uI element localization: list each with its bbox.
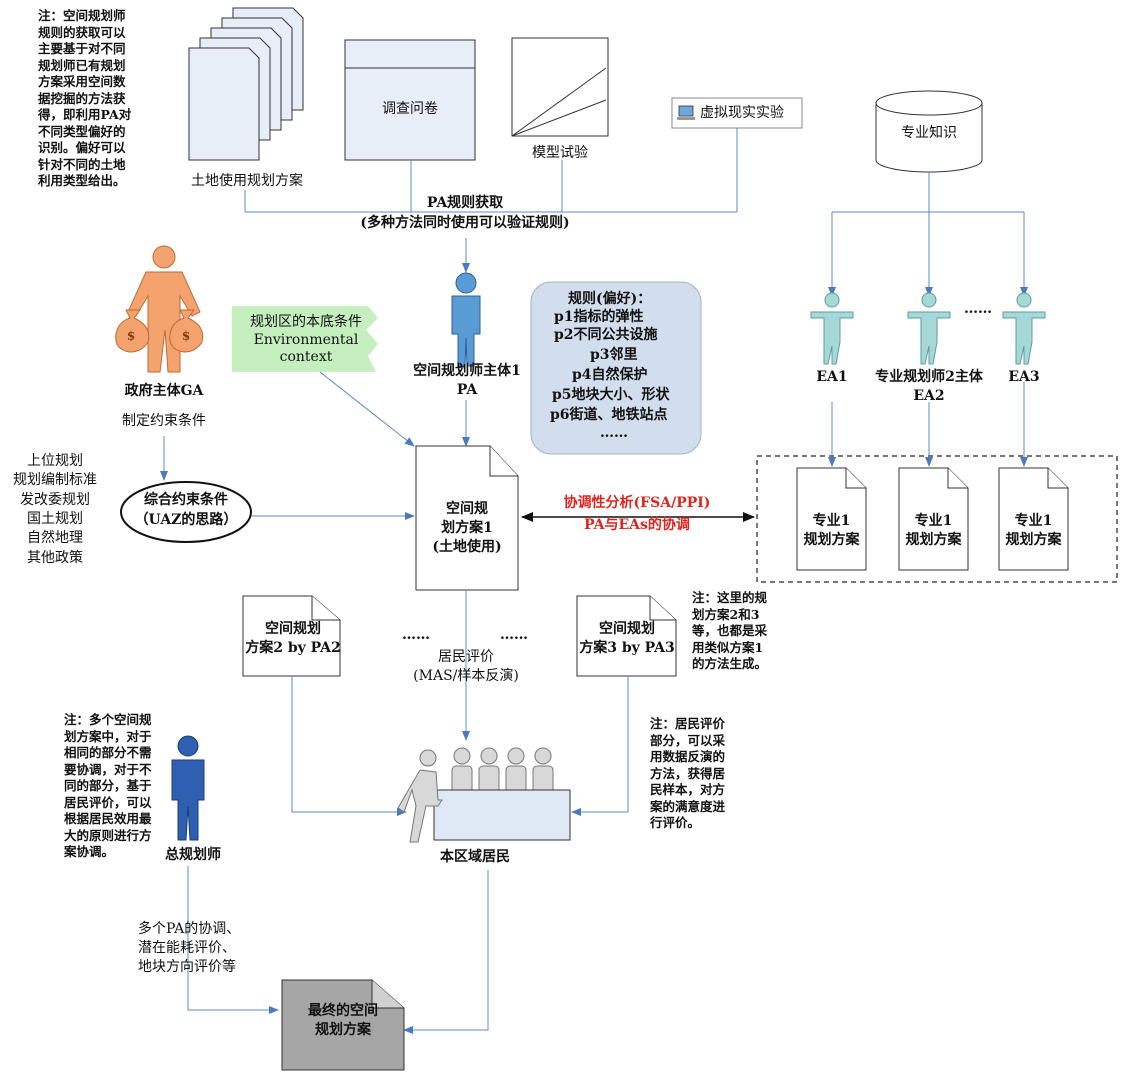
questionnaire-label: 调查问卷 (382, 101, 438, 117)
environment-banner-shape (232, 306, 378, 372)
money-bag-right-icon: $ (169, 309, 204, 353)
planner1-figure (451, 272, 481, 367)
expert-figure-ea2 (907, 292, 951, 365)
rules-box-shape (530, 281, 702, 455)
rule-item-p3: p3邻里 (590, 347, 638, 363)
final-arrows (187, 866, 489, 1034)
environment-label: 规划区的本底条件 Environmental context (250, 314, 362, 365)
experts-ellipsis: …… (964, 301, 992, 317)
expert-plan-3: 专业1 规划方案 (1005, 513, 1062, 548)
plan1-label: 空间规 划方案1 (土地使用) (432, 501, 502, 555)
ea1-label: EA1 (816, 369, 848, 385)
model-test-label: 模型试验 (532, 145, 588, 161)
expert-plan-doc-shapes (796, 467, 1069, 571)
resident-arrows (291, 590, 629, 816)
pa-rules-subtitle: (多种方法同时使用可以验证规则) (360, 215, 570, 231)
government-label: 政府主体GA (124, 383, 204, 399)
plan3-doc-shape (576, 595, 677, 677)
land-use-plans-stack-icon (188, 7, 304, 161)
eval-ellipsis-right: …… (500, 627, 528, 643)
expert-plans-dashed-box (756, 455, 1118, 583)
constraint-inputs-list: 上位规划 规划编制标准 发改委规划 国土规划 自然地理 其他政策 (13, 453, 97, 566)
constraint-box-label: 综合约束条件 （UAZ的思路） (134, 492, 238, 529)
rule-item-more: …… (600, 425, 628, 441)
note-rule-acquisition: 注：空间规划师 规则的获取可以 主要基于对不同 规划师已有规划 方案采用空间数 … (38, 8, 132, 188)
expert-knowledge-label: 专业知识 (901, 125, 957, 141)
resident-eval-label: 居民评价 (MAS/样本反演) (413, 649, 519, 684)
svg-text:$: $ (182, 329, 190, 343)
note-multi-plan-coordination: 注：多个空间规 划方案中，对于 相同的部分不需 要协调，对于不 同的部分，基于 … (64, 712, 152, 859)
expert-plan-1: 专业1 规划方案 (803, 513, 860, 548)
rule-item-p1: p1指标的弹性 (554, 309, 644, 325)
expert-figure-ea3 (1002, 292, 1046, 365)
expert-plan-2: 专业1 规划方案 (905, 513, 962, 548)
rule-item-p5: p5地块大小、形状 (552, 387, 670, 403)
coordination-analysis-label: 协调性分析(FSA/PPI) (563, 495, 711, 511)
coordination-pa-eas-label: PA与EAs的协调 (584, 517, 690, 533)
rule-item-p4: p4自然保护 (572, 367, 648, 383)
svg-text:$: $ (127, 329, 135, 343)
plan3-label: 空间规划 方案3 by PA3 (579, 621, 675, 656)
money-bag-left-icon: $ (115, 309, 150, 353)
plan1-doc-shape (415, 445, 519, 591)
final-plan-label: 最终的空间 规划方案 (308, 1003, 378, 1038)
model-test-chart-icon (511, 37, 609, 137)
rule-item-p2: p2不同公共设施 (554, 327, 658, 343)
land-use-plans-label: 土地使用规划方案 (191, 173, 303, 189)
plan2-label: 空间规划 方案2 by PA2 (245, 621, 341, 656)
constraint-action-label: 制定约束条件 (122, 413, 206, 429)
vr-experiment-label: 虚拟现实实验 (700, 105, 784, 121)
chief-evaluation-text: 多个PA的协调、 潜在能耗评价、 地块方向评价等 (138, 921, 241, 975)
ea3-label: EA3 (1008, 369, 1040, 385)
chief-planner-figure (171, 735, 205, 841)
source-collector-lines (244, 128, 738, 273)
plan2-doc-shape (242, 595, 341, 677)
government-agent-figure (127, 245, 201, 373)
planner1-label: 空间规划师主体1 PA (413, 363, 521, 398)
vr-experiment-box (671, 97, 803, 129)
government-arrows (160, 371, 470, 520)
constraint-ellipse-shape (120, 481, 252, 543)
questionnaire-form-icon (344, 39, 476, 161)
rules-title: 规则(偏好)： (568, 291, 652, 307)
note-resident-evaluation: 注：居民评价 部分，可以采 用数据反演的 方法，获得居 民样本，对方 案的满意度… (650, 716, 726, 830)
eval-ellipsis-left: …… (402, 627, 430, 643)
final-plan-doc-shape (281, 979, 405, 1071)
residents-group-icon (397, 747, 571, 843)
chief-planner-label: 总规划师 (165, 847, 221, 863)
ea2-label: 专业规划师2主体 EA2 (875, 369, 983, 404)
rule-item-p6: p6街道、地铁站点 (550, 407, 668, 423)
expert-knowledge-branches (828, 172, 1028, 297)
residents-label: 本区域居民 (440, 849, 510, 865)
expert-figure-ea1 (810, 292, 854, 365)
note-other-plans: 注：这里的规 划方案2和3 等，也都是采 用类似方案1 的方法生成。 (692, 590, 768, 671)
pa-rules-title: PA规则获取 (426, 195, 504, 211)
